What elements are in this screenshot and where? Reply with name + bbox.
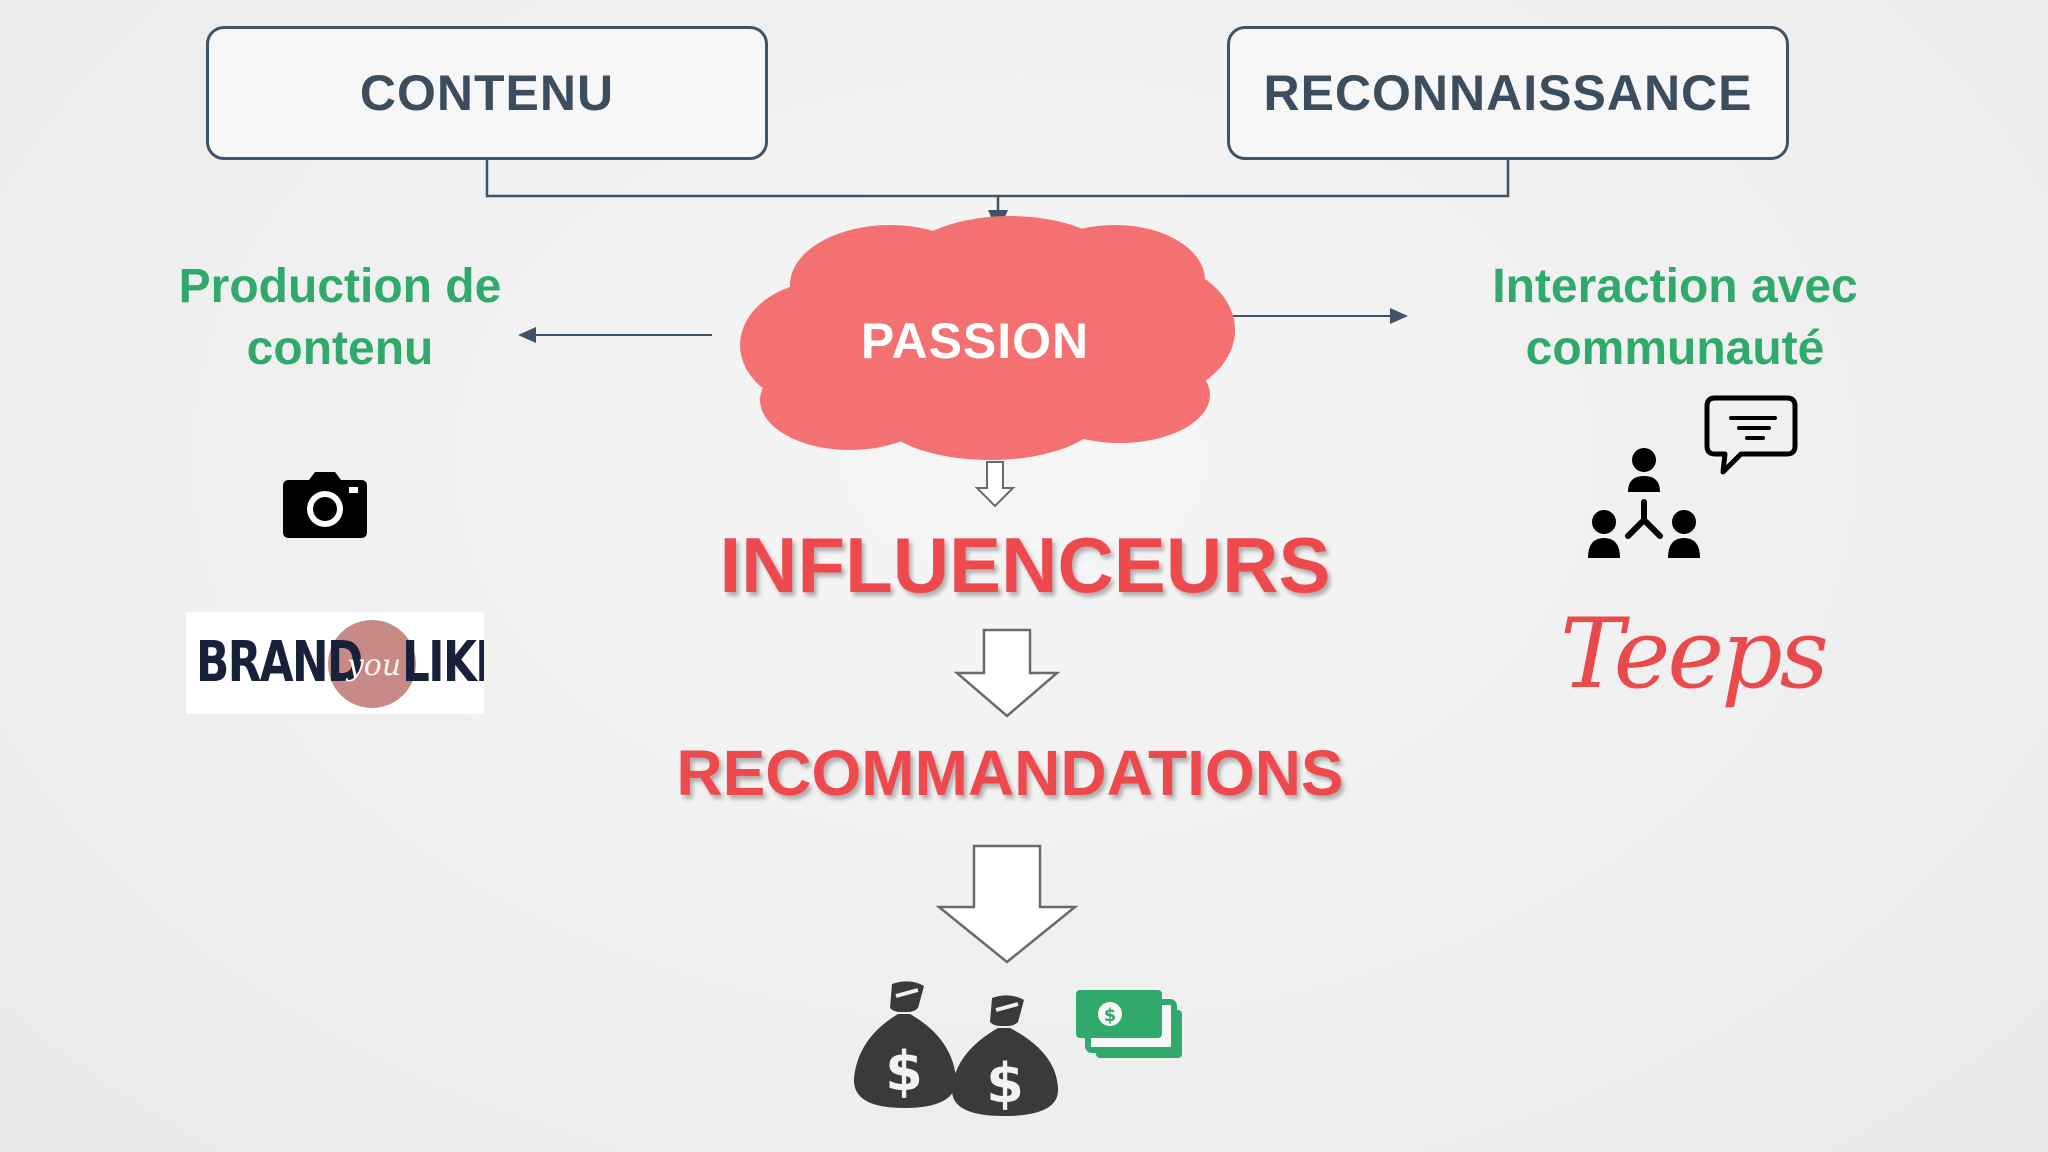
passion-label: PASSION xyxy=(860,313,1090,369)
brand-you-like-logo: BRAND you LIKE xyxy=(186,612,484,714)
large-down-arrow xyxy=(935,844,1079,964)
medium-down-arrow xyxy=(953,628,1061,718)
contenu-box: CONTENU xyxy=(206,26,768,160)
svg-text:$: $ xyxy=(986,1052,1024,1115)
svg-text:$: $ xyxy=(885,1040,923,1103)
brand-logo-circle xyxy=(328,620,416,708)
reconnaissance-label: RECONNAISSANCE xyxy=(1263,65,1753,121)
camera-icon xyxy=(283,472,367,538)
money-bags-icon: $ $ xyxy=(853,981,1059,1116)
svg-text:$: $ xyxy=(1104,1005,1117,1026)
teeps-logo: Teeps xyxy=(1560,598,1829,710)
top-connector xyxy=(485,160,1510,233)
contenu-label: CONTENU xyxy=(359,65,615,121)
production-de-contenu-label: Production de contenu xyxy=(178,260,502,375)
small-down-arrow xyxy=(974,461,1016,508)
recommandations-title: RECOMMANDATIONS xyxy=(676,737,1344,809)
network-people-icon xyxy=(1588,448,1700,558)
you-word: you xyxy=(346,648,402,683)
like-word: LIKE xyxy=(402,630,484,695)
chat-bubble-icon xyxy=(1704,395,1798,475)
reconnaissance-box: RECONNAISSANCE xyxy=(1227,26,1789,160)
interaction-avec-communaute-label: Interaction avec communauté xyxy=(1492,260,1858,375)
cash-bills-icon: $ xyxy=(1076,990,1182,1058)
influenceurs-title: INFLUENCEURS xyxy=(719,521,1331,609)
brand-word: BRAND xyxy=(196,630,363,695)
